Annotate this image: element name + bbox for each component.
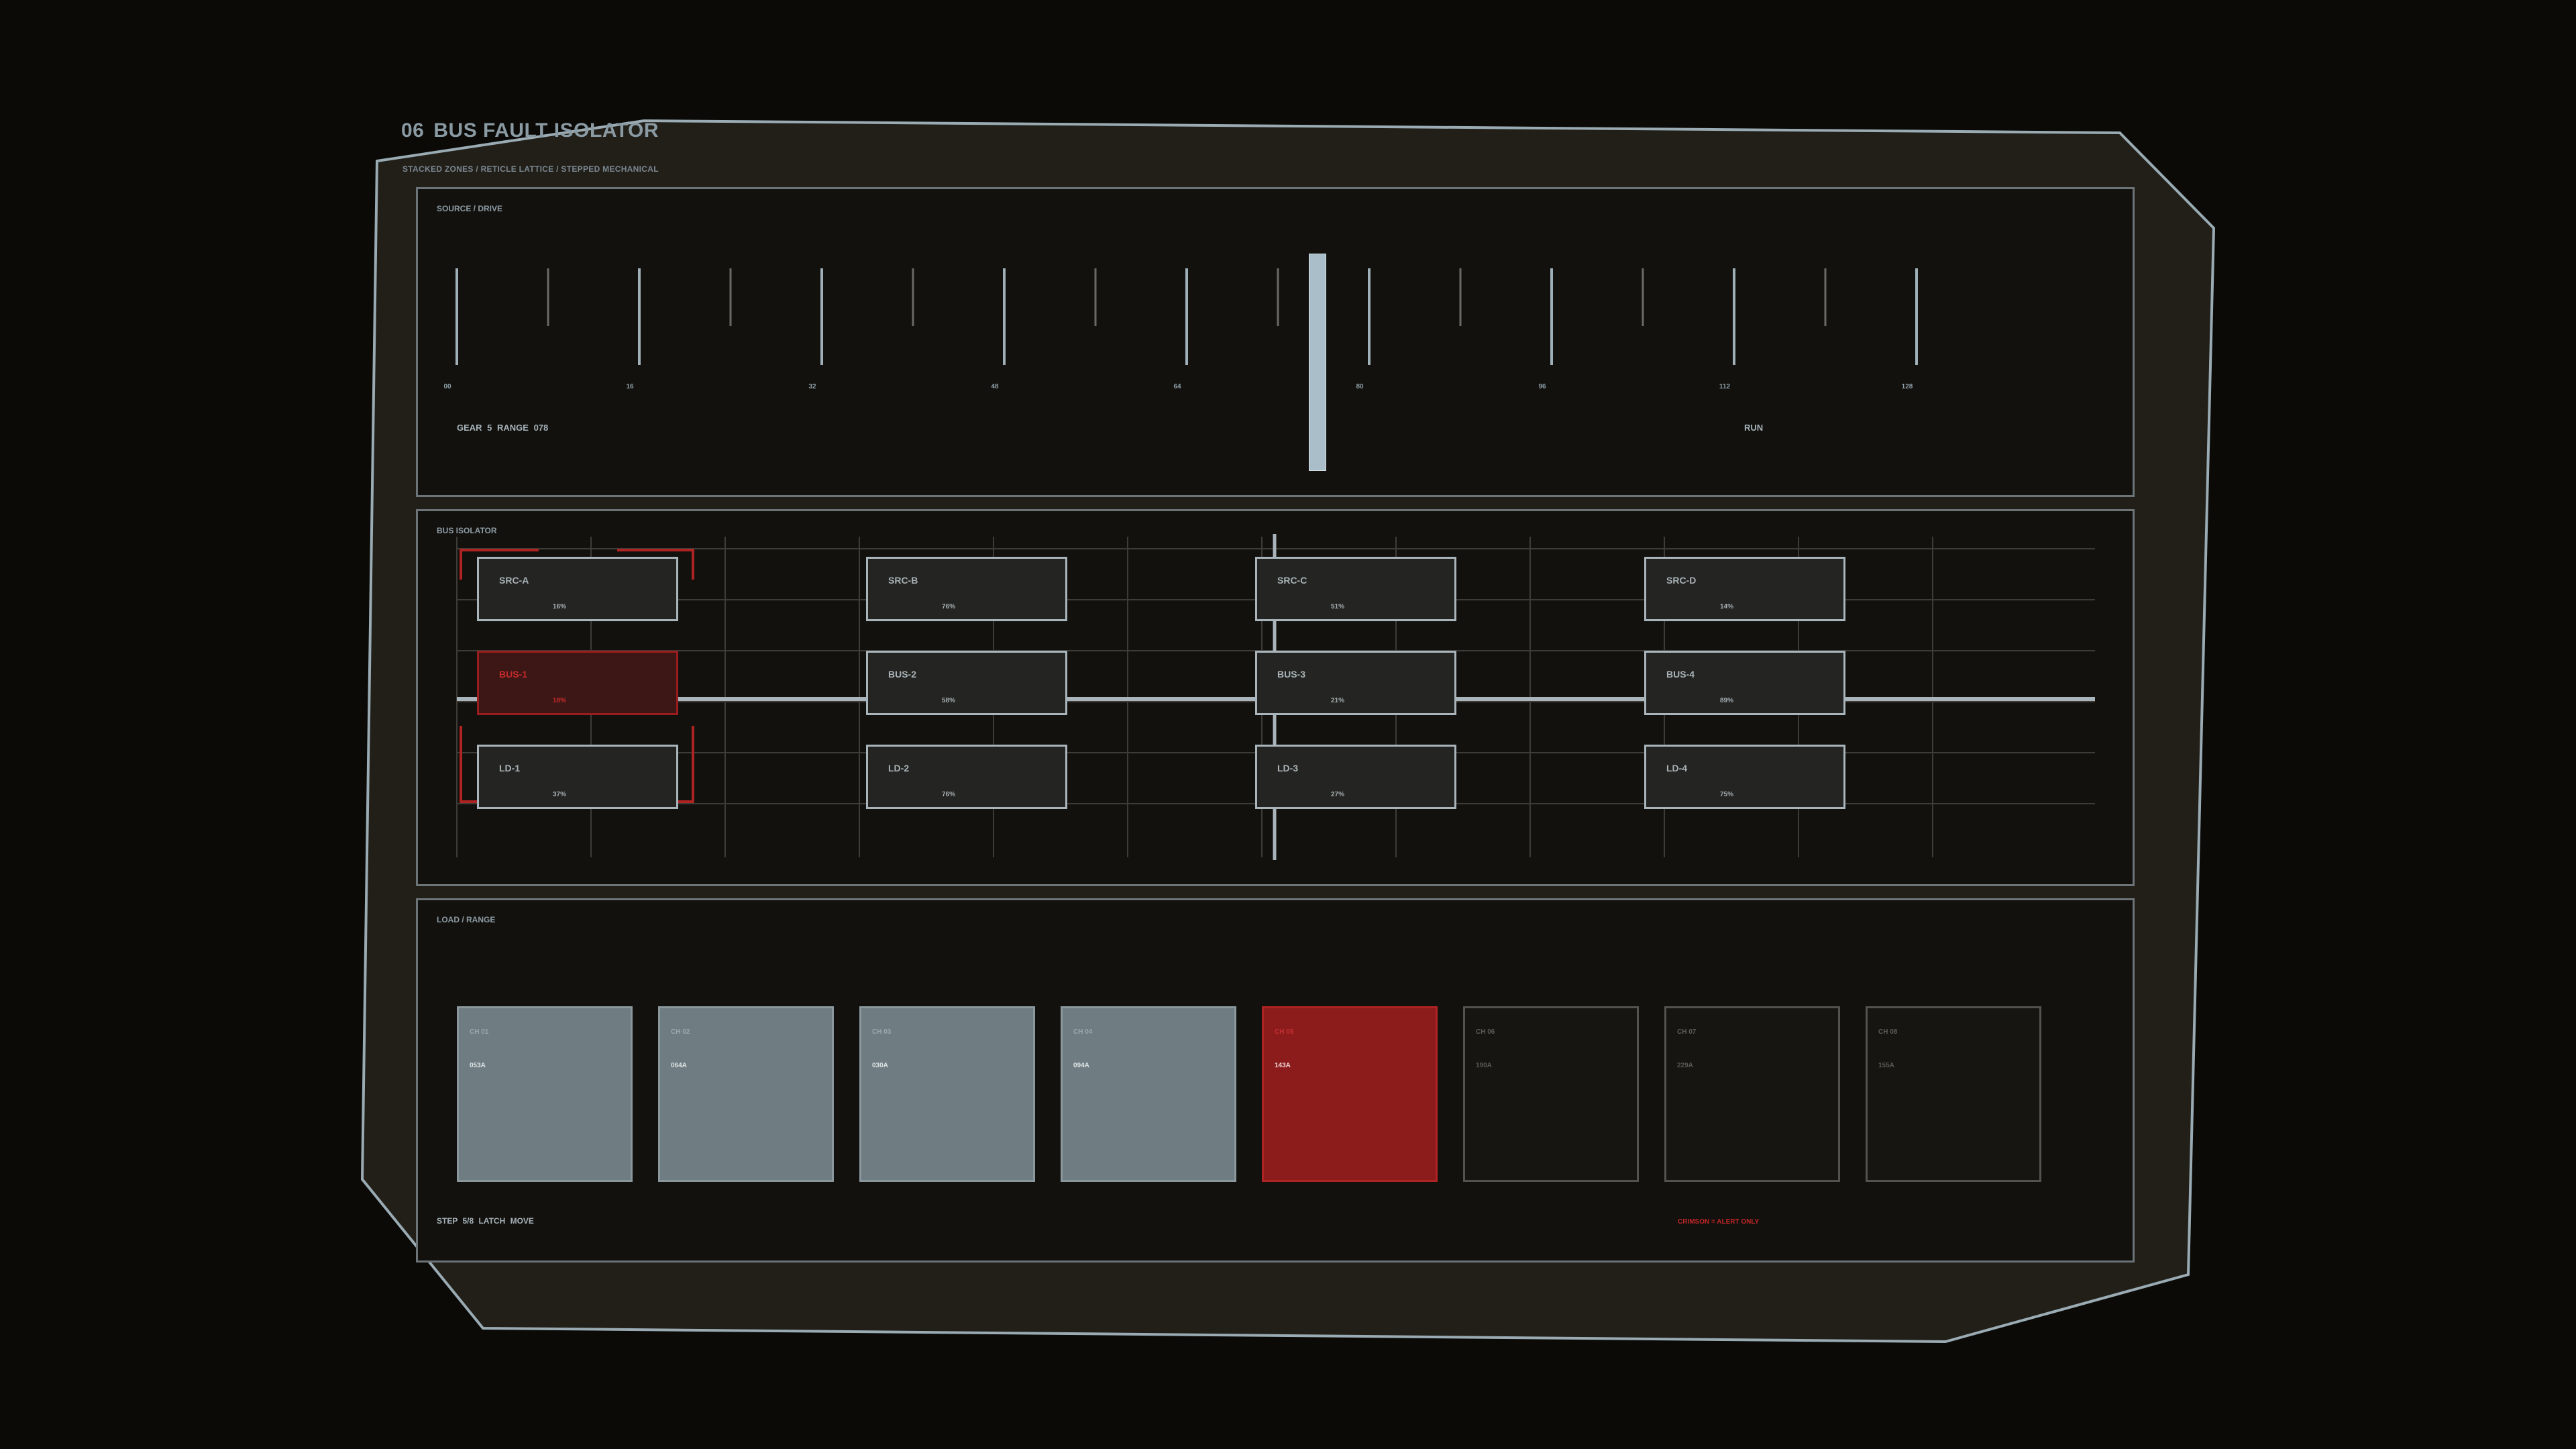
bus-node-src-a[interactable]: SRC-A 16% <box>477 557 678 621</box>
channel-tile-2[interactable]: CH 02 064A <box>658 1006 834 1182</box>
node-value: 21% <box>1331 697 1345 704</box>
alert-legend-note: CRIMSON = ALERT ONLY <box>1678 1218 1760 1226</box>
bus-node-src-b[interactable]: SRC-B 76% <box>866 557 1067 621</box>
channel-label: CH 06 <box>1476 1028 1495 1036</box>
bus-node-ld-3[interactable]: LD-3 27% <box>1255 745 1456 809</box>
title-text: BUS FAULT ISOLATOR <box>433 119 659 142</box>
bus-node-bus-1[interactable]: BUS-1 18% <box>477 651 678 715</box>
bus-node-bus-2[interactable]: BUS-2 58% <box>866 651 1067 715</box>
bus-node-ld-4[interactable]: LD-4 75% <box>1644 745 1845 809</box>
channel-label: CH 05 <box>1275 1028 1294 1036</box>
node-label: BUS-3 <box>1277 669 1306 680</box>
source-drive-panel: SOURCE / DRIVE 00 16 32 48 64 80 96 112 128 GEAR… <box>416 187 2135 497</box>
title-number: 06 <box>401 119 425 142</box>
page-subtitle: STACKED ZONES / RETICLE LATTICE / STEPPE… <box>402 164 659 174</box>
source-panel-label: SOURCE / DRIVE <box>437 204 503 213</box>
node-value: 76% <box>942 791 956 798</box>
node-value: 16% <box>553 603 567 610</box>
node-label: BUS-2 <box>888 669 917 680</box>
node-value: 14% <box>1720 603 1734 610</box>
load-range-panel: LOAD / RANGE CH 01 053A CH 02 064A CH 03 030A… <box>416 898 2135 1263</box>
node-label: SRC-C <box>1277 575 1307 586</box>
tick-label: 64 <box>1173 383 1181 390</box>
node-label: SRC-D <box>1666 575 1697 586</box>
node-label: LD-2 <box>888 763 910 773</box>
tick-label: 96 <box>1538 383 1546 390</box>
channel-label: CH 08 <box>1878 1028 1898 1036</box>
tick-label: 112 <box>1719 383 1731 390</box>
channel-label: CH 01 <box>470 1028 489 1036</box>
load-panel-label: LOAD / RANGE <box>437 915 496 924</box>
channel-tile-8[interactable]: CH 08 155A <box>1866 1006 2041 1182</box>
drive-indicator-slider[interactable] <box>1309 254 1326 471</box>
node-value: 75% <box>1720 791 1734 798</box>
tick-label: 80 <box>1356 383 1364 390</box>
channel-value: 155A <box>1878 1062 1894 1069</box>
tick-label: 128 <box>1901 383 1913 390</box>
node-value: 89% <box>1720 697 1734 704</box>
run-status: RUN <box>1744 423 1764 433</box>
channel-tile-4[interactable]: CH 04 094A <box>1061 1006 1236 1182</box>
fault-bracket-top-right <box>617 549 694 580</box>
page-title: 06 BUS FAULT ISOLATOR <box>401 119 659 142</box>
node-label: BUS-4 <box>1666 669 1695 680</box>
channel-tile-5[interactable]: CH 05 143A <box>1262 1006 1438 1182</box>
bus-panel-label: BUS ISOLATOR <box>437 526 497 535</box>
fault-bracket-top-left <box>460 549 539 580</box>
node-label: SRC-A <box>499 575 529 586</box>
channel-label: CH 03 <box>872 1028 892 1036</box>
bus-node-ld-1[interactable]: LD-1 37% <box>477 745 678 809</box>
channel-label: CH 07 <box>1677 1028 1697 1036</box>
channel-value: 229A <box>1677 1062 1693 1069</box>
bus-node-src-d[interactable]: SRC-D 14% <box>1644 557 1845 621</box>
bus-node-bus-4[interactable]: BUS-4 89% <box>1644 651 1845 715</box>
node-label: BUS-1 <box>499 669 528 680</box>
tick-label: 48 <box>991 383 999 390</box>
node-label: LD-3 <box>1277 763 1299 773</box>
node-value: 18% <box>553 697 567 704</box>
node-value: 58% <box>942 697 956 704</box>
tick-label: 16 <box>626 383 634 390</box>
channel-label: CH 02 <box>671 1028 690 1036</box>
channel-value: 030A <box>872 1062 888 1069</box>
channel-value: 064A <box>671 1062 687 1069</box>
channel-label: CH 04 <box>1073 1028 1093 1036</box>
node-label: SRC-B <box>888 575 918 586</box>
channel-tile-3[interactable]: CH 03 030A <box>859 1006 1035 1182</box>
node-label: LD-1 <box>499 763 521 773</box>
channel-value: 190A <box>1476 1062 1492 1069</box>
channel-tile-7[interactable]: CH 07 229A <box>1664 1006 1840 1182</box>
node-label: LD-4 <box>1666 763 1688 773</box>
channel-tile-1[interactable]: CH 01 053A <box>457 1006 633 1182</box>
tick-label: 00 <box>443 383 451 390</box>
node-value: 27% <box>1331 791 1345 798</box>
bus-node-bus-3[interactable]: BUS-3 21% <box>1255 651 1456 715</box>
channel-value: 143A <box>1275 1062 1291 1069</box>
bus-node-src-c[interactable]: SRC-C 51% <box>1255 557 1456 621</box>
gear-range-status: GEAR 5 RANGE 078 <box>457 423 549 433</box>
channel-value: 094A <box>1073 1062 1089 1069</box>
drive-scale <box>455 268 1918 365</box>
channel-tile-6[interactable]: CH 06 190A <box>1463 1006 1639 1182</box>
bus-node-ld-2[interactable]: LD-2 76% <box>866 745 1067 809</box>
node-value: 76% <box>942 603 956 610</box>
channel-value: 053A <box>470 1062 486 1069</box>
tick-label: 32 <box>808 383 816 390</box>
step-status: STEP 5/8 LATCH MOVE <box>437 1216 534 1226</box>
node-value: 37% <box>553 791 567 798</box>
node-value: 51% <box>1331 603 1345 610</box>
